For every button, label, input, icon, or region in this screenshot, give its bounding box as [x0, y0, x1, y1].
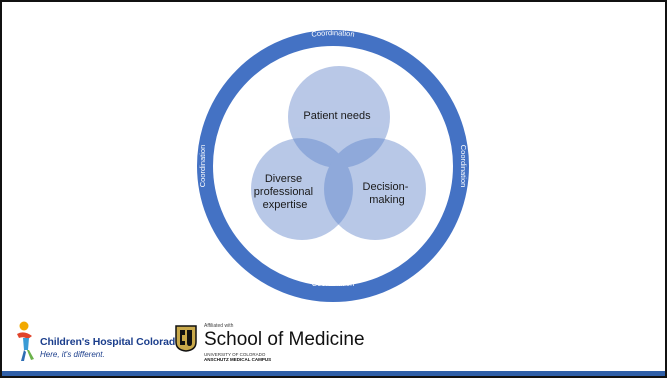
som-affiliated: Affiliated with [204, 323, 234, 329]
chco-tagline: Here, it's different. [40, 350, 105, 359]
ring-label-right: Coordination [459, 145, 468, 188]
childrens-hospital-logo: Children's Hospital Colorado Here, it's … [14, 320, 182, 364]
child-figure-icon [17, 321, 34, 361]
label-decision-making: Decision- making [363, 181, 412, 206]
circle-decision-making [324, 138, 426, 240]
ring-label-bottom: Coordination [312, 279, 355, 288]
chco-name: Children's Hospital Colorado [40, 336, 182, 348]
ring-label-left: Coordination [198, 145, 207, 188]
som-campus: ANSCHUTZ MEDICAL CAMPUS [204, 357, 272, 362]
som-university: UNIVERSITY OF COLORADO [204, 352, 266, 357]
label-patient-needs: Patient needs [303, 110, 371, 122]
coordination-ring [197, 30, 469, 302]
circle-diverse-expertise [251, 138, 353, 240]
ring-label-top: Coordination [311, 28, 355, 39]
bottom-bar [2, 371, 665, 376]
label-diverse-expertise: Diverse professional expertise [254, 173, 316, 211]
school-of-medicine-logo: Affiliated with School of Medicine UNIVE… [174, 320, 365, 366]
cu-shield-icon [175, 325, 197, 352]
som-name: School of Medicine [204, 329, 365, 350]
